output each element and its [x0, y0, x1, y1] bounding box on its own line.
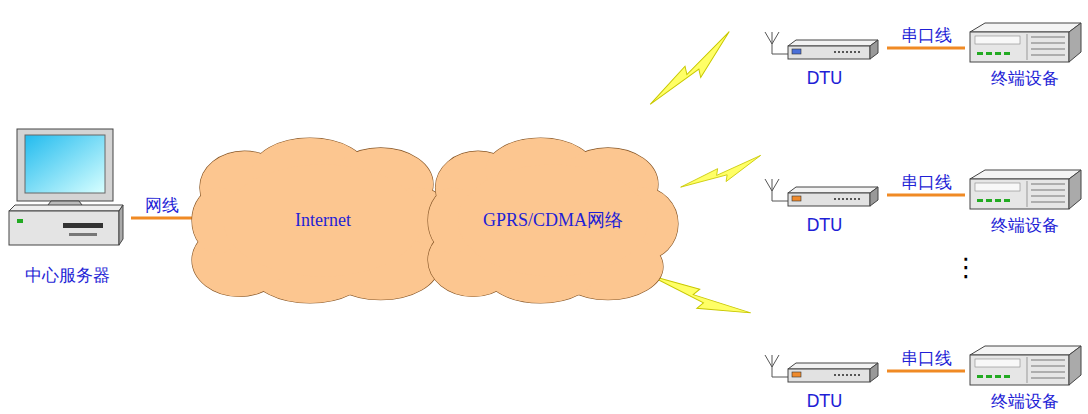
device-label: 中心服务器 — [25, 265, 110, 285]
cable-label: 串口线 — [899, 348, 954, 368]
device-label: 终端设备 — [991, 391, 1059, 411]
device-label: DTU — [807, 391, 843, 411]
cloud-label: Internet — [295, 210, 351, 232]
dtu-device: DTU — [762, 30, 887, 88]
cloud-label: GPRS/CDMA网络 — [483, 210, 623, 232]
server-computer: 中心服务器 — [3, 125, 131, 285]
server-computer-shape — [3, 125, 131, 285]
continuation-dots: ⋮ — [953, 254, 979, 280]
cable-line — [887, 48, 965, 49]
terminal-device: 终端设备 — [965, 343, 1085, 411]
device-label: DTU — [807, 215, 843, 235]
cable-label: 网线 — [143, 195, 181, 215]
cable-line — [887, 371, 965, 372]
lightning-bolt — [678, 155, 765, 191]
terminal-device: 终端设备 — [965, 20, 1085, 88]
device-label: 终端设备 — [991, 215, 1059, 235]
cable-line — [887, 195, 965, 196]
dtu-device: DTU — [762, 177, 887, 235]
cable-label: 串口线 — [899, 172, 954, 192]
terminal-device: 终端设备 — [965, 167, 1085, 235]
network-cloud: GPRS/CDMA网络 — [428, 138, 678, 303]
lightning-bolt — [640, 32, 741, 109]
device-label: DTU — [807, 68, 843, 88]
cable-label: 串口线 — [899, 25, 954, 45]
network-cloud: Internet — [192, 138, 454, 303]
device-label: 终端设备 — [991, 68, 1059, 88]
cable-line — [131, 218, 192, 219]
dtu-device: DTU — [762, 353, 887, 411]
